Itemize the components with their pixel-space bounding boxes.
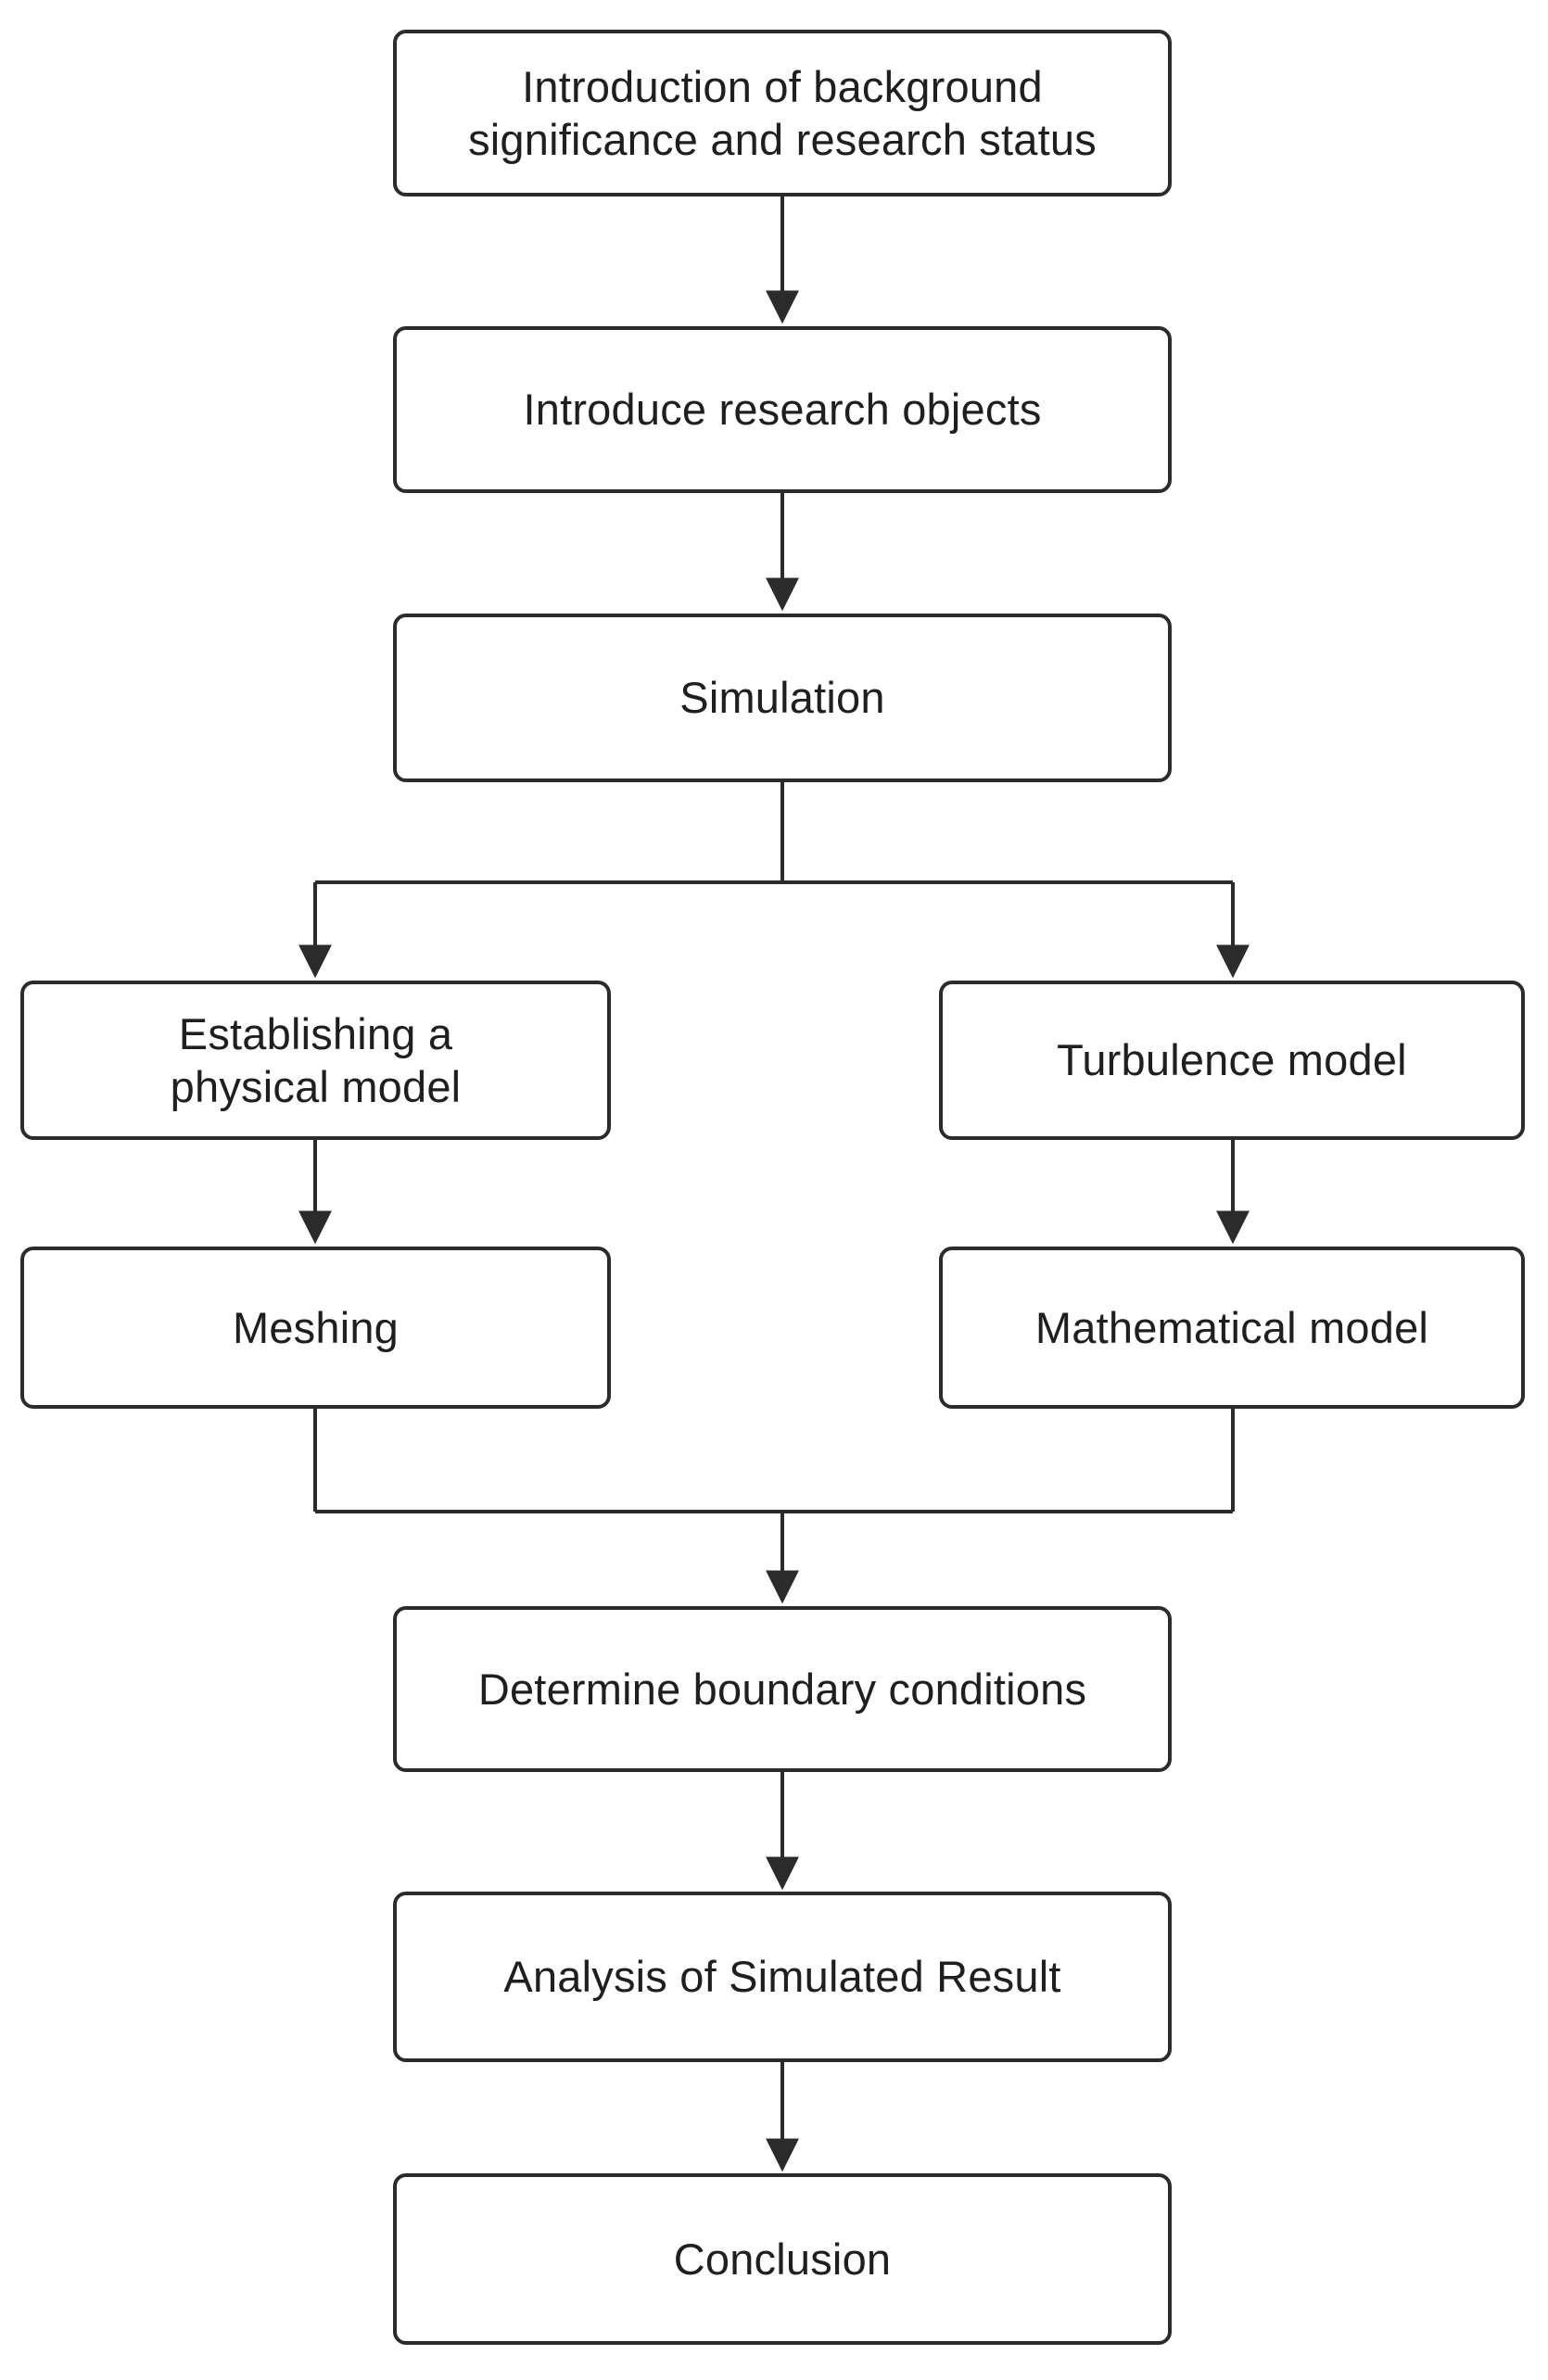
node-introduce-research-objects[interactable]: Introduce research objects	[393, 326, 1172, 493]
node-mathematical-model[interactable]: Mathematical model	[939, 1247, 1525, 1409]
node-turbulence-model[interactable]: Turbulence model	[939, 981, 1525, 1140]
node-meshing[interactable]: Meshing	[20, 1247, 611, 1409]
node-determine-boundary-conditions[interactable]: Determine boundary conditions	[393, 1606, 1172, 1772]
connector-merge-to-boundary	[313, 1409, 1235, 1604]
node-analysis-simulated-result[interactable]: Analysis of Simulated Result	[393, 1892, 1172, 2062]
node-establishing-physical-model[interactable]: Establishing a physical model	[20, 981, 611, 1140]
connector-simulation-split	[298, 782, 1250, 979]
node-conclusion[interactable]: Conclusion	[393, 2173, 1172, 2345]
node-intro-background[interactable]: Introduction of background significance …	[393, 30, 1172, 196]
node-simulation[interactable]: Simulation	[393, 614, 1172, 782]
